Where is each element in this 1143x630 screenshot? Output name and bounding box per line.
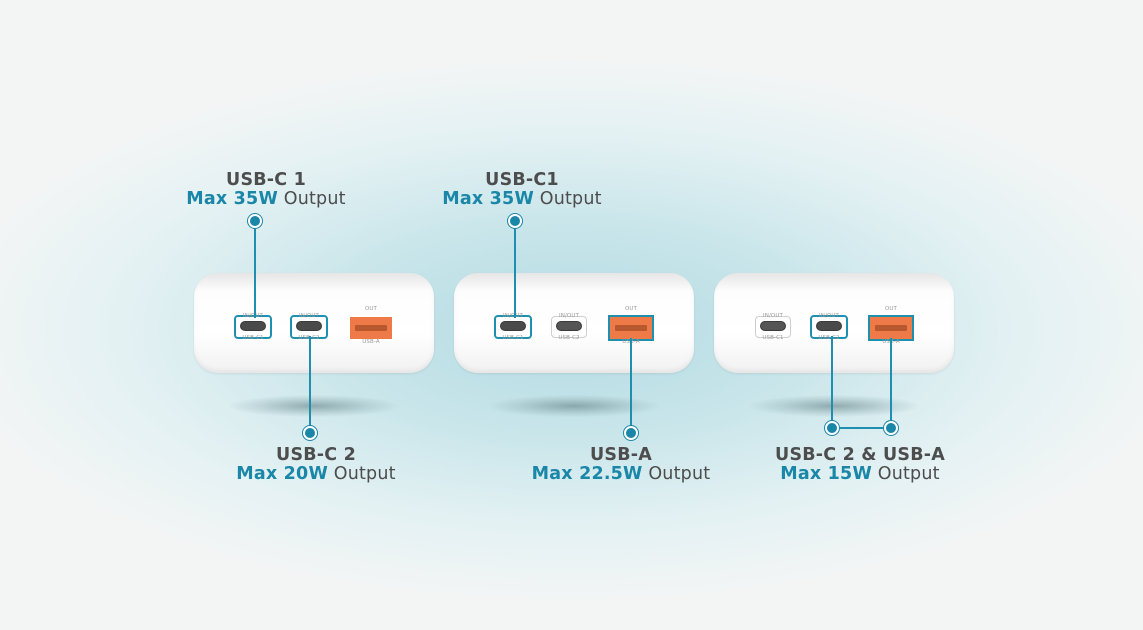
connector-line (890, 338, 892, 428)
max-output-value: Max 20W (236, 464, 328, 484)
connector-dot (884, 421, 898, 435)
power-bank-shadow (229, 395, 399, 417)
output-suffix: Output (871, 464, 940, 484)
connector-line (309, 336, 311, 432)
port-title: USB-C 1 (226, 170, 306, 190)
output-suffix: Output (277, 189, 346, 209)
port-label: IN/OUT (299, 313, 319, 319)
port-title: USB-C 2 & USB-A (775, 445, 945, 465)
connector-dot (508, 214, 522, 228)
connector-line (630, 338, 632, 432)
port-label: OUT (624, 306, 637, 312)
port-title: USB-C1 (485, 170, 559, 190)
connector-line (514, 221, 516, 318)
output-suffix: Output (327, 464, 396, 484)
output-suffix: Output (642, 464, 711, 484)
power-bank-2: IN/OUT USB-C1 IN/OUT USB-C2 OUT USB-A (454, 273, 694, 373)
port-label: IN/OUT (819, 313, 839, 319)
usb-c1-port (234, 315, 272, 339)
usb-c2-port (810, 315, 848, 339)
port-label: USB-C2 (289, 335, 329, 341)
connector-line (831, 336, 833, 428)
usb-c1-port (755, 316, 791, 338)
panel-1-top-label: USB-C 1 Max 35W Output (136, 171, 396, 209)
port-label: USB-A (362, 339, 380, 345)
port-title: USB-C 2 (276, 445, 356, 465)
port-label: OUT (884, 306, 897, 312)
port-label: IN/OUT (503, 313, 523, 319)
panel-3-bottom-label: USB-C 2 & USB-A Max 15W Output (730, 446, 990, 484)
connector-dot (303, 426, 317, 440)
port-label: USB-C2 (558, 335, 580, 341)
usb-c2-port (551, 316, 587, 338)
connector-line (254, 221, 256, 318)
output-suffix: Output (533, 189, 602, 209)
port-label: IN/OUT (763, 313, 783, 319)
max-output-value: Max 22.5W (531, 464, 643, 484)
port-label: USB-C1 (502, 335, 524, 341)
panel-1-bottom-label: USB-C 2 Max 20W Output (186, 446, 446, 484)
panel-2-top-label: USB-C1 Max 35W Output (392, 171, 652, 209)
port-label: USB-C2 (818, 335, 840, 341)
port-label: IN/OUT (243, 313, 263, 319)
max-output-value: Max 35W (442, 189, 534, 209)
port-label: OUT (364, 306, 377, 312)
port-title: USB-A (590, 445, 652, 465)
power-bank-shadow (489, 395, 659, 417)
power-bank-1: IN/OUT USB-C1 IN/OUT USB-C2 OUT USB-A (194, 273, 434, 373)
max-output-value: Max 35W (186, 189, 278, 209)
port-label: USB-C1 (242, 335, 264, 341)
power-bank-3: IN/OUT USB-C1 IN/OUT USB-C2 OUT USB-A (714, 273, 954, 373)
connector-line (832, 427, 891, 429)
connector-dot (248, 214, 262, 228)
port-label: IN/OUT (559, 313, 579, 319)
port-label: USB-C1 (762, 335, 784, 341)
connector-dot (825, 421, 839, 435)
usb-a-port (348, 315, 394, 341)
max-output-value: Max 15W (780, 464, 872, 484)
usb-c1-port (494, 315, 532, 339)
panel-2-bottom-label: USB-A Max 22.5W Output (491, 446, 751, 484)
connector-dot (624, 426, 638, 440)
power-bank-shadow (749, 395, 919, 417)
